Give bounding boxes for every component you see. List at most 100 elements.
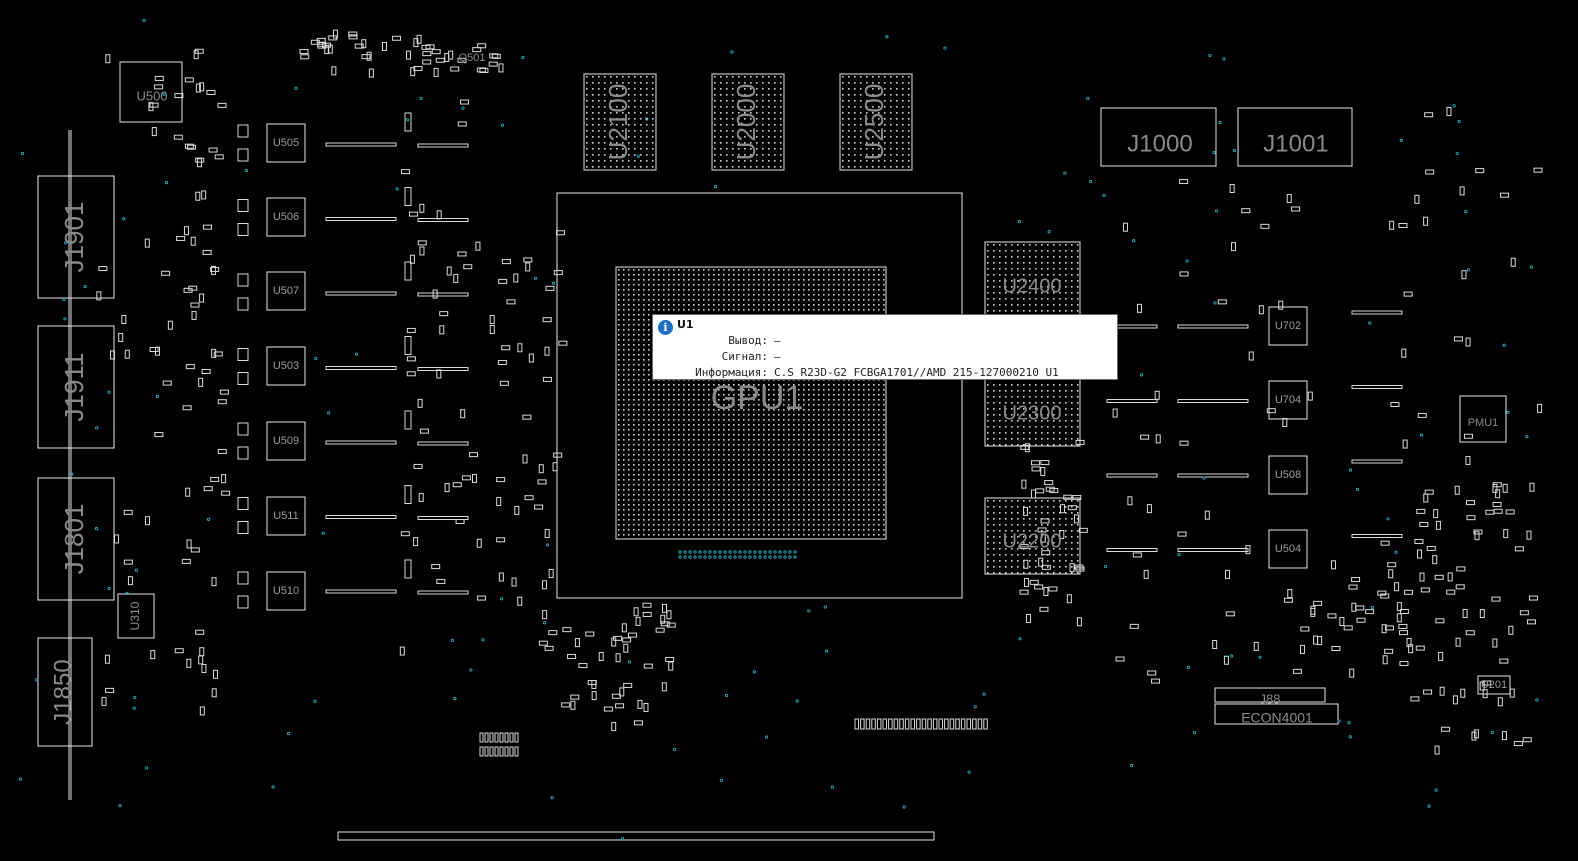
smd-pad <box>1426 545 1436 551</box>
smd-pad <box>148 102 154 112</box>
smd-pad <box>476 538 482 548</box>
via <box>1427 804 1431 808</box>
via <box>244 168 248 173</box>
smd-pad <box>1331 645 1341 651</box>
component-label: U500 <box>136 88 167 103</box>
pad <box>972 718 977 730</box>
smd-pad <box>637 699 643 709</box>
via <box>34 678 39 682</box>
smd-pad <box>161 270 171 276</box>
component-label: ECON4001 <box>1241 710 1313 726</box>
smd-pad <box>450 66 460 72</box>
via <box>773 555 777 559</box>
smd-pad <box>1461 270 1467 280</box>
smd-pad <box>310 39 320 45</box>
component-label: U2200 <box>1003 530 1062 552</box>
via <box>823 605 827 609</box>
smd-pad <box>1396 613 1402 623</box>
via <box>155 395 159 399</box>
inductor-bar <box>1177 473 1249 478</box>
smd-pad <box>417 240 427 246</box>
smd-pad <box>1446 107 1452 117</box>
via <box>395 187 399 191</box>
smd-pad <box>1351 577 1361 583</box>
pad <box>888 718 893 730</box>
smd-pad <box>436 210 442 220</box>
via <box>758 550 762 554</box>
smd-pad <box>1381 624 1387 634</box>
via <box>1419 433 1424 437</box>
smd-pad <box>101 696 107 706</box>
smd-pad <box>498 63 504 73</box>
smd-pad <box>666 610 672 620</box>
pad <box>404 187 412 206</box>
smd-pad <box>496 477 506 483</box>
smd-pad <box>587 680 597 686</box>
smd-pad <box>1313 600 1323 606</box>
via <box>830 785 835 789</box>
via <box>1347 721 1351 725</box>
via <box>1232 148 1237 153</box>
smd-pad <box>567 653 577 659</box>
smd-pad <box>1310 607 1316 617</box>
smd-pad <box>1041 564 1051 570</box>
smd-pad <box>1278 300 1284 310</box>
smd-pad <box>1147 670 1157 676</box>
pad <box>977 718 983 730</box>
smd-pad <box>219 389 229 395</box>
smd-pad <box>1492 483 1498 493</box>
smd-pad <box>1434 574 1444 580</box>
pad <box>876 718 882 730</box>
smd-pad <box>174 648 184 654</box>
smd-pad <box>1137 303 1143 313</box>
smd-pad <box>1492 501 1502 507</box>
regulator-chip <box>266 496 306 536</box>
via <box>683 555 687 559</box>
smd-pad <box>1505 509 1515 515</box>
smd-pad <box>1026 613 1032 623</box>
smd-pad <box>1241 208 1251 214</box>
smd-pad <box>1030 460 1040 466</box>
smd-pad <box>1456 566 1466 572</box>
smd-pad <box>413 463 423 469</box>
smd-pad <box>1066 594 1072 604</box>
smd-pad <box>190 547 200 553</box>
via <box>20 151 25 156</box>
smd-pad <box>214 154 224 160</box>
smd-pad <box>1059 530 1065 540</box>
smd-pad <box>615 703 625 709</box>
smd-pad <box>457 121 467 127</box>
via <box>1047 230 1051 234</box>
smd-pad <box>561 702 571 708</box>
via <box>1017 220 1021 224</box>
smd-pad <box>1414 538 1424 544</box>
smd-pad <box>517 343 523 353</box>
pad <box>237 199 249 212</box>
pad <box>916 718 921 730</box>
smd-pad <box>553 452 563 458</box>
smd-pad <box>1059 504 1065 514</box>
smd-pad <box>1497 697 1503 707</box>
via <box>164 181 169 185</box>
smd-pad <box>366 51 372 61</box>
inductor-bar <box>325 142 397 147</box>
component-label: U2000 <box>731 84 761 161</box>
smd-pad <box>453 273 459 283</box>
smd-pad <box>1286 194 1292 204</box>
smd-pad <box>1041 550 1051 556</box>
smd-pad <box>1425 169 1435 175</box>
smd-pad <box>570 700 576 710</box>
smd-pad <box>1452 695 1458 705</box>
smd-pad <box>661 682 667 692</box>
via <box>1529 265 1533 269</box>
smd-pad <box>195 191 201 201</box>
smd-pad <box>1416 508 1426 514</box>
smd-pad <box>1415 645 1425 651</box>
smd-pad <box>558 340 568 346</box>
inductor-bar <box>1177 324 1249 329</box>
smd-pad <box>331 66 337 76</box>
component-label: Q501 <box>459 52 486 64</box>
smd-pad <box>1112 408 1118 418</box>
smd-pad <box>1037 527 1047 533</box>
